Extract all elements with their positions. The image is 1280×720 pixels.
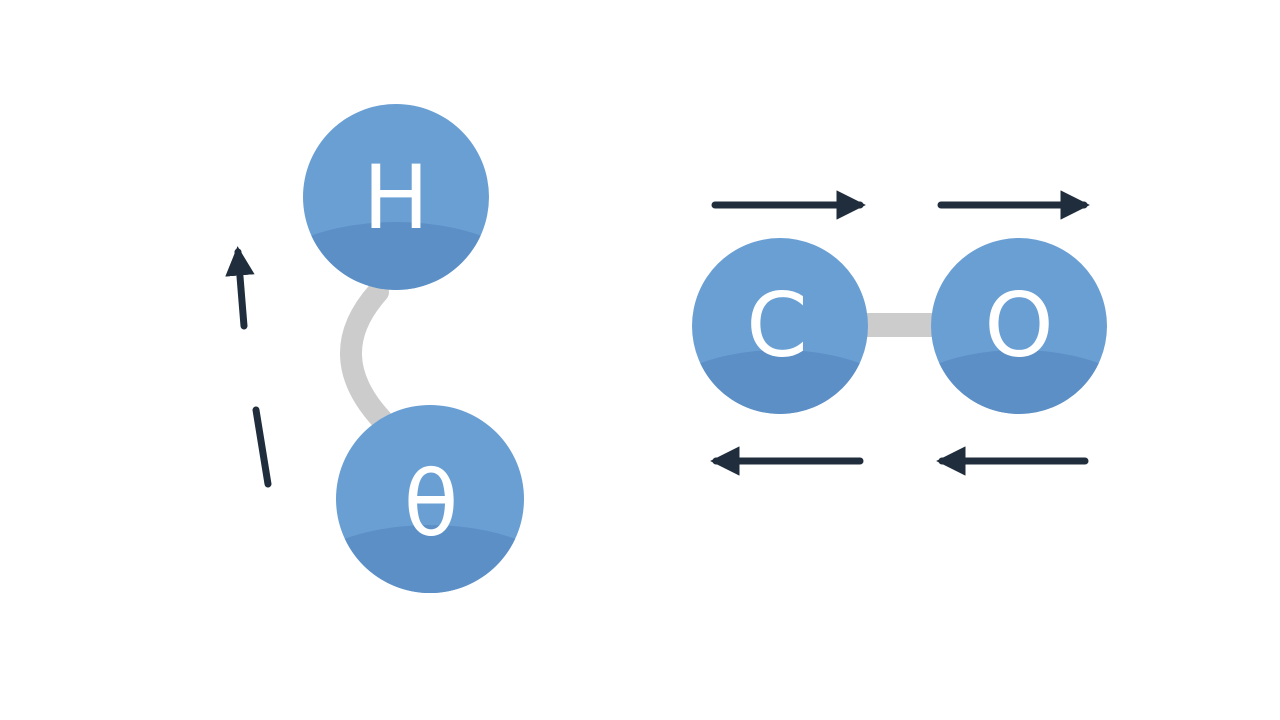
atom-label-c: C [746, 274, 807, 377]
molecule-c-o: C O [692, 190, 1107, 476]
atom-label-o: O [984, 274, 1053, 377]
molecule-h-theta: H θ [225, 104, 524, 593]
atom-theta: θ [336, 405, 524, 593]
atom-label-h: H [363, 146, 429, 249]
atom-label-theta: θ [403, 452, 458, 557]
arrow-up [225, 246, 255, 330]
atom-h: H [303, 104, 489, 290]
bond-h-theta [340, 281, 393, 431]
dash-line [252, 406, 272, 488]
bond-c-o [862, 313, 938, 337]
